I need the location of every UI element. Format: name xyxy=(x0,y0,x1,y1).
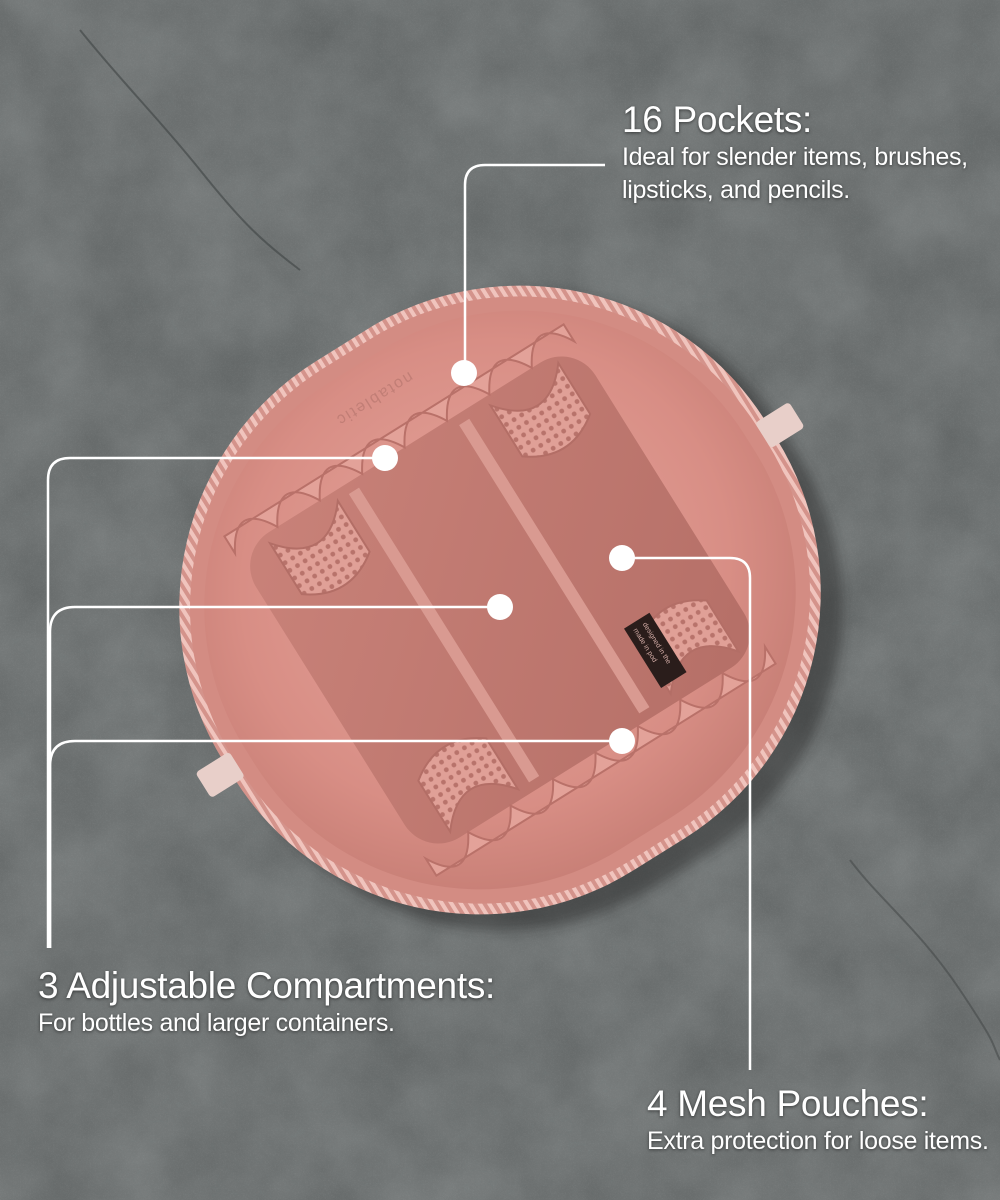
compartment-divider xyxy=(348,487,540,783)
callout-lines xyxy=(46,163,752,1070)
callout-title: 4 Mesh Pouches: xyxy=(647,1083,929,1124)
callout-title: 16 Pockets: xyxy=(622,99,813,140)
callout-pockets: 16 Pockets: Ideal for slender items, bru… xyxy=(622,99,968,208)
callout-description-line: Ideal for slender items, brushes, xyxy=(622,142,968,171)
callout-description-line: lipsticks, and pencils. xyxy=(622,176,850,205)
leader-line-compart-2 xyxy=(48,605,500,948)
marker-dot-compart-3 xyxy=(609,728,635,754)
leader-line-mesh xyxy=(622,556,752,1070)
callout-description: Extra protection for loose items. xyxy=(647,1126,989,1155)
concrete-crack xyxy=(79,29,301,271)
zipper-pull xyxy=(756,403,804,447)
callout-title: 3 Adjustable Compartments: xyxy=(38,965,495,1006)
callout-mesh-pouches: 4 Mesh Pouches: Extra protection for loo… xyxy=(647,1083,989,1158)
marker-dot-pockets xyxy=(451,360,477,386)
leader-line-compart-3 xyxy=(48,739,622,948)
zipper-pull xyxy=(196,753,244,797)
marker-dot-compart-1 xyxy=(372,445,398,471)
pocket-row-bottom xyxy=(422,642,777,877)
callout-compartments: 3 Adjustable Compartments: For bottles a… xyxy=(38,965,495,1040)
leader-line-pockets xyxy=(463,163,605,372)
pocket-row-top xyxy=(223,323,578,558)
marker-dot-compart-2 xyxy=(487,594,513,620)
callout-dots xyxy=(372,360,635,754)
concrete-crack xyxy=(849,859,1000,1061)
leader-line-compart-1 xyxy=(46,456,385,948)
marker-dot-mesh xyxy=(609,545,635,571)
compartment-divider xyxy=(459,418,650,714)
callout-description: For bottles and larger containers. xyxy=(38,1008,395,1037)
